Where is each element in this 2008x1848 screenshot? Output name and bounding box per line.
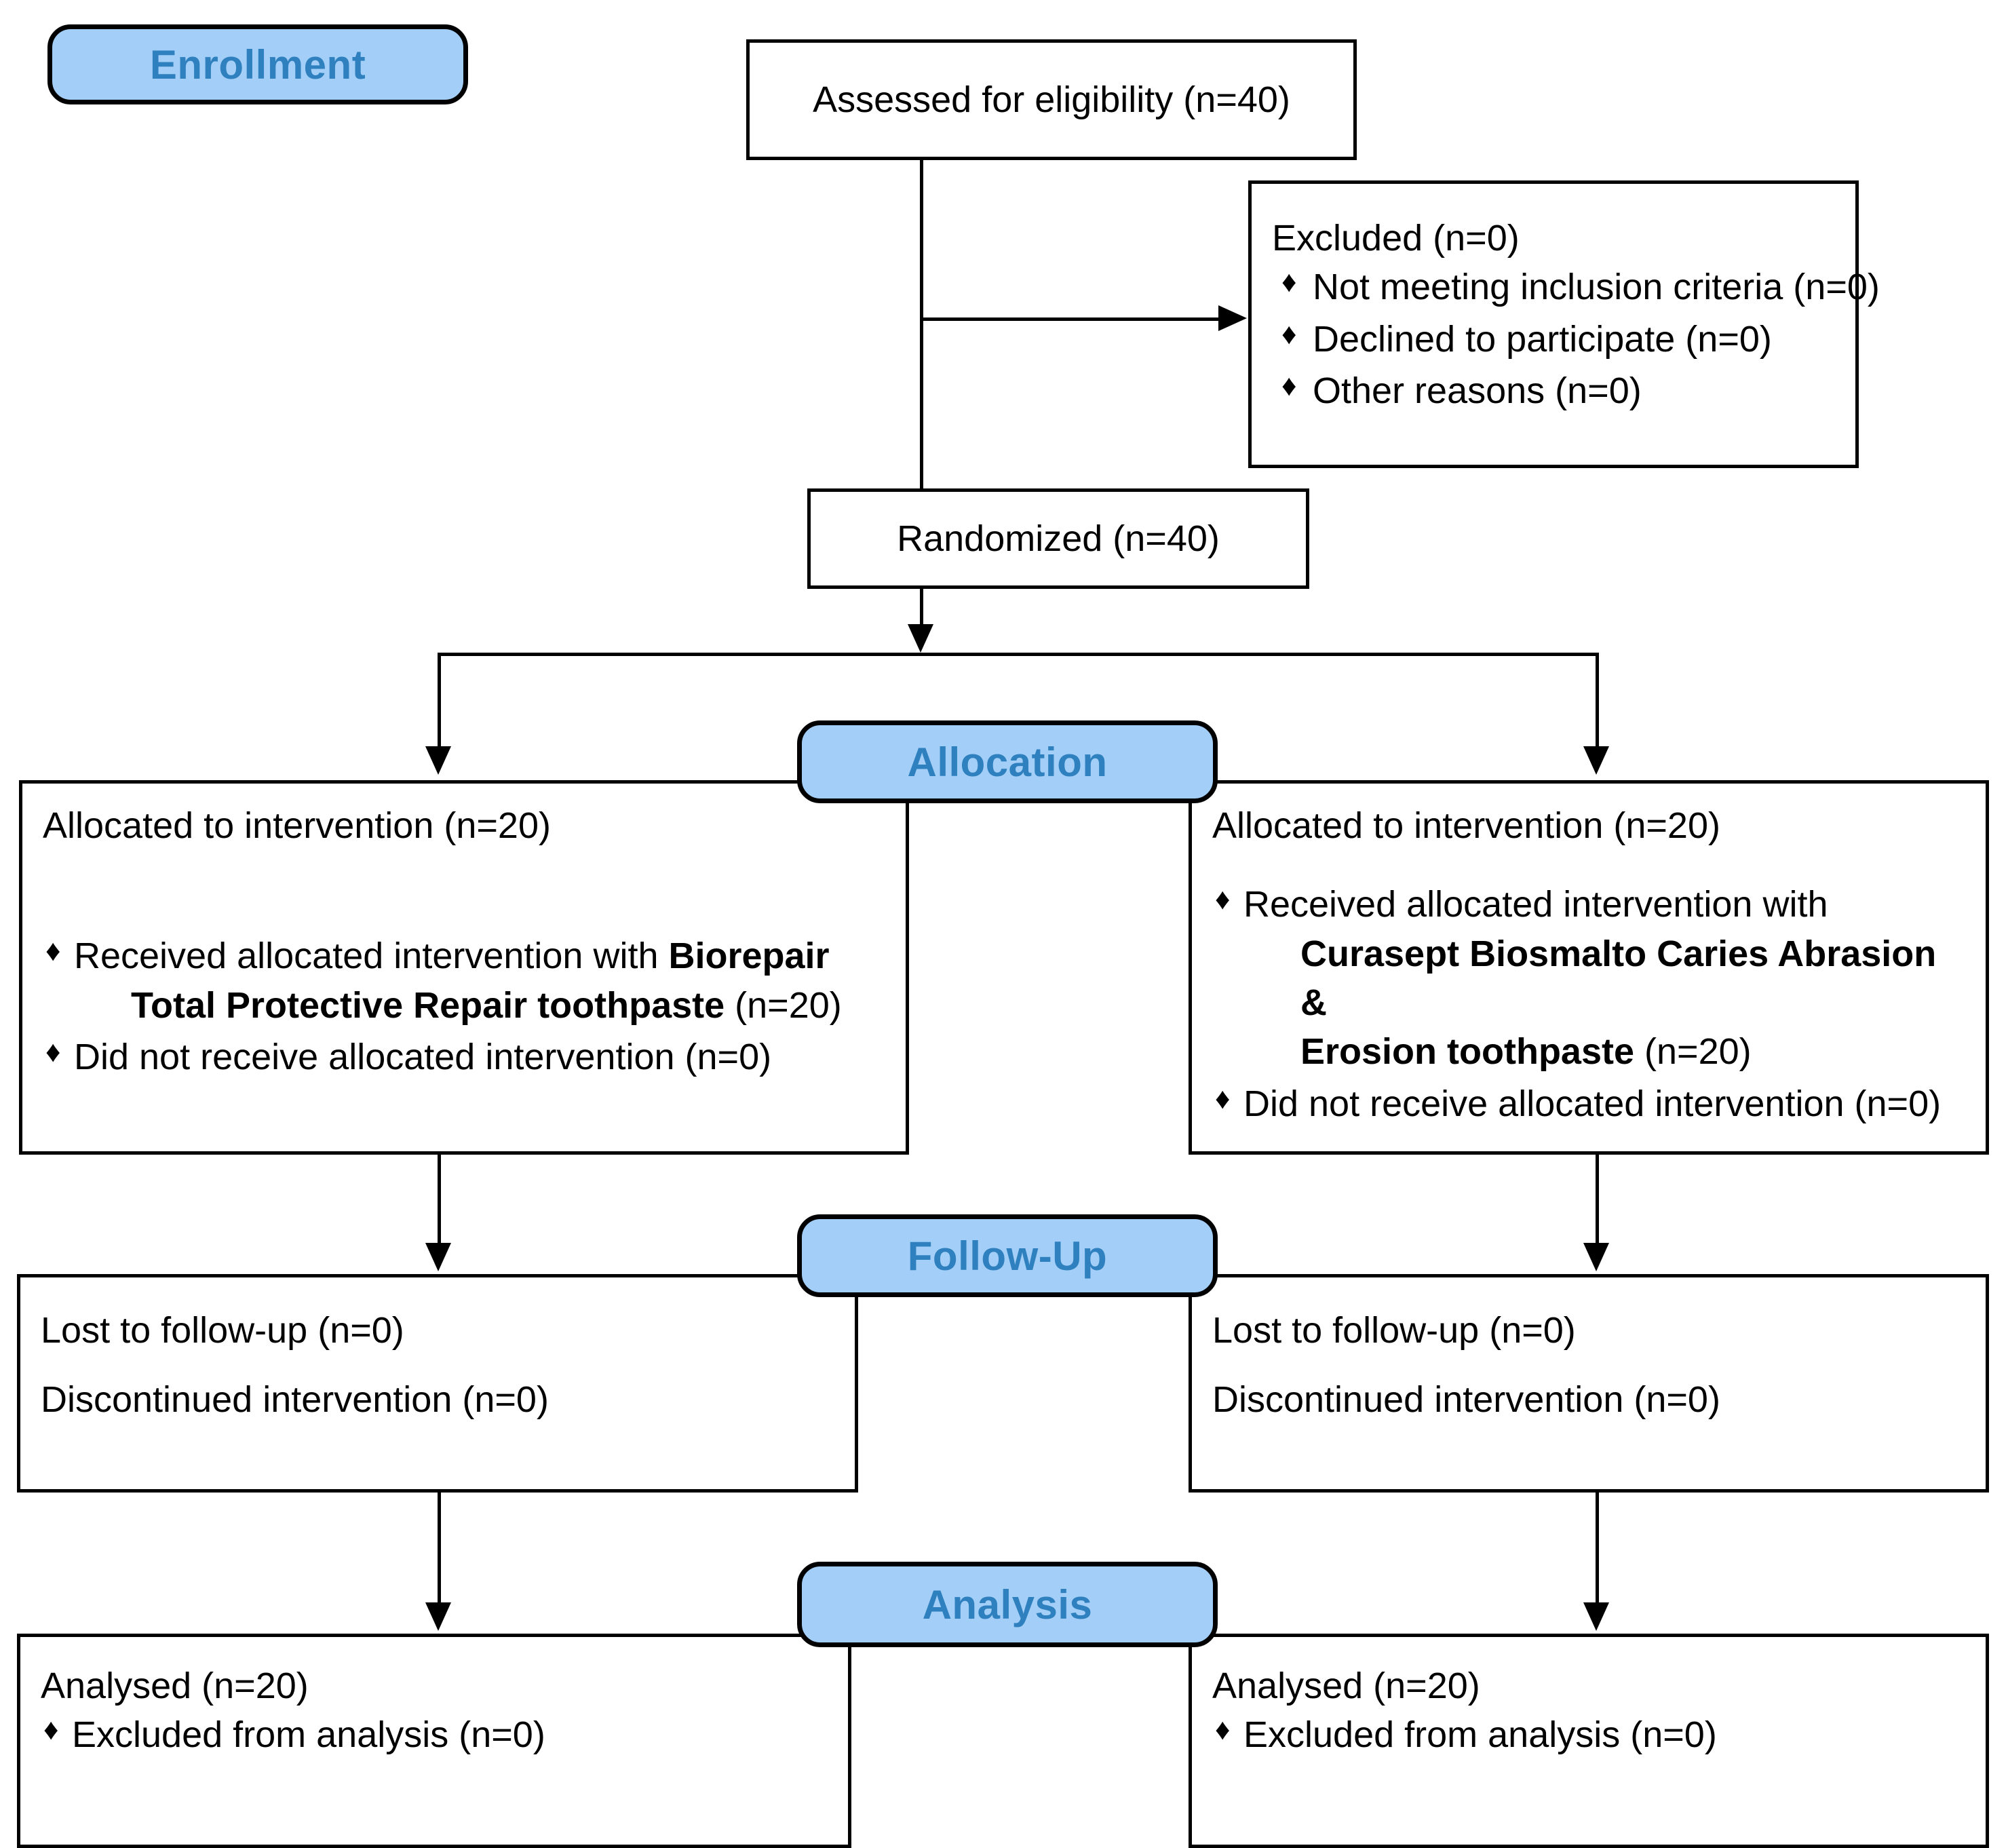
allocation-box-left: Allocated to intervention (n=20) ♦ Recei… xyxy=(19,780,909,1155)
phase-badge-analysis-label: Analysis xyxy=(922,1581,1093,1628)
analysis-right-excluded: Excluded from analysis (n=0) xyxy=(1243,1714,1717,1756)
analysis-box-right: Analysed (n=20) ♦ Excluded from analysis… xyxy=(1189,1634,1989,1848)
list-item: ♦ Not meeting inclusion criteria (n=0) xyxy=(1272,263,1880,311)
arrowhead-left-followup xyxy=(425,1243,451,1271)
diamond-bullet-icon: ♦ xyxy=(45,934,61,968)
connector-allocation-split-bar xyxy=(438,653,1599,656)
excluded-reason-text: Not meeting inclusion criteria (n=0) xyxy=(1313,267,1880,308)
allocation-right-not-received: Did not receive allocated intervention (… xyxy=(1243,1083,1942,1124)
follow-up-box-right: Lost to follow-up (n=0) Discontinued int… xyxy=(1189,1274,1989,1493)
phase-badge-analysis: Analysis xyxy=(797,1562,1218,1647)
allocation-left-product-line2: Total Protective Repair toothpaste xyxy=(131,984,725,1026)
assessed-for-eligibility-box: Assessed for eligibility (n=40) xyxy=(746,39,1357,160)
follow-up-left-lost: Lost to follow-up (n=0) xyxy=(41,1310,404,1351)
connector-assessed-to-randomized xyxy=(920,160,923,488)
list-item: ♦ Received allocated intervention with C… xyxy=(1212,880,1965,1076)
list-item: ♦ Did not receive allocated intervention… xyxy=(1212,1079,1965,1128)
allocation-left-received-prefix: Received allocated intervention with xyxy=(74,936,669,977)
phase-badge-follow-up-label: Follow-Up xyxy=(907,1233,1108,1279)
list-item: ♦ Other reasons (n=0) xyxy=(1272,366,1835,415)
diamond-bullet-icon: ♦ xyxy=(1215,1713,1231,1747)
analysis-left-analysed: Analysed (n=20) xyxy=(41,1666,309,1706)
diamond-bullet-icon: ♦ xyxy=(1215,883,1231,917)
connector-right-allocation-to-followup xyxy=(1596,1155,1599,1248)
diamond-bullet-icon: ♦ xyxy=(43,1713,59,1747)
excluded-title: Excluded (n=0) xyxy=(1272,218,1520,258)
phase-badge-enrollment-label: Enrollment xyxy=(149,41,366,88)
list-item: ♦ Excluded from analysis (n=0) xyxy=(1212,1710,1965,1759)
follow-up-left-discontinued: Discontinued intervention (n=0) xyxy=(41,1379,549,1421)
diamond-bullet-icon: ♦ xyxy=(45,1035,61,1069)
connector-split-to-right-allocation xyxy=(1596,653,1599,753)
arrowhead-to-excluded xyxy=(1218,305,1247,331)
follow-up-box-left: Lost to follow-up (n=0) Discontinued int… xyxy=(17,1274,858,1493)
allocation-right-heading: Allocated to intervention (n=20) xyxy=(1212,805,1720,846)
diamond-bullet-icon: ♦ xyxy=(1281,317,1297,351)
connector-right-followup-to-analysis xyxy=(1596,1493,1599,1608)
diamond-bullet-icon: ♦ xyxy=(1215,1081,1231,1115)
assessed-for-eligibility-text: Assessed for eligibility (n=40) xyxy=(813,79,1290,120)
analysis-box-left: Analysed (n=20) ♦ Excluded from analysis… xyxy=(17,1634,851,1848)
phase-badge-enrollment: Enrollment xyxy=(47,24,468,104)
excluded-reason-text: Other reasons (n=0) xyxy=(1313,370,1642,412)
arrowhead-right-followup xyxy=(1583,1243,1609,1271)
diamond-bullet-icon: ♦ xyxy=(1281,265,1297,299)
randomized-box: Randomized (n=40) xyxy=(807,488,1309,589)
allocation-right-list: ♦ Received allocated intervention with C… xyxy=(1212,880,1965,1128)
connector-split-to-left-allocation xyxy=(438,653,441,753)
allocation-box-right: Allocated to intervention (n=20) ♦ Recei… xyxy=(1189,780,1989,1155)
allocation-right-product-line2: Erosion toothpaste xyxy=(1300,1031,1635,1073)
randomized-text: Randomized (n=40) xyxy=(897,518,1220,559)
arrowhead-randomized-split xyxy=(908,624,933,653)
allocation-left-not-received: Did not receive allocated intervention (… xyxy=(74,1037,772,1078)
arrowhead-right-allocation xyxy=(1583,746,1609,775)
allocation-left-heading: Allocated to intervention (n=20) xyxy=(43,805,551,846)
analysis-right-analysed: Analysed (n=20) xyxy=(1212,1666,1480,1706)
connector-left-allocation-to-followup xyxy=(438,1155,441,1248)
excluded-box: Excluded (n=0) ♦ Not meeting inclusion c… xyxy=(1248,180,1880,468)
allocation-right-received-suffix: (n=20) xyxy=(1634,1031,1752,1073)
allocation-left-product-line1: Biorepair xyxy=(668,936,830,977)
follow-up-right-lost: Lost to follow-up (n=0) xyxy=(1212,1310,1576,1351)
excluded-reasons-list: ♦ Not meeting inclusion criteria (n=0) ♦… xyxy=(1272,263,1880,415)
phase-badge-follow-up: Follow-Up xyxy=(797,1214,1218,1297)
allocation-left-received-suffix: (n=20) xyxy=(725,984,842,1026)
arrowhead-left-allocation xyxy=(425,746,451,775)
arrowhead-left-analysis xyxy=(425,1602,451,1631)
list-item: ♦ Received allocated intervention with B… xyxy=(43,931,885,1030)
connector-randomized-stem xyxy=(920,589,923,628)
connector-left-followup-to-analysis xyxy=(438,1493,441,1608)
list-item: ♦ Excluded from analysis (n=0) xyxy=(41,1710,828,1759)
allocation-right-product-line1: Curasept Biosmalto Caries Abrasion & xyxy=(1300,933,1937,1024)
arrowhead-right-analysis xyxy=(1583,1602,1609,1631)
analysis-left-excluded: Excluded from analysis (n=0) xyxy=(72,1714,545,1756)
connector-assessed-to-excluded xyxy=(920,317,1218,321)
excluded-reason-text: Declined to participate (n=0) xyxy=(1313,318,1772,360)
list-item: ♦ Declined to participate (n=0) xyxy=(1272,315,1835,364)
phase-badge-allocation-label: Allocation xyxy=(907,739,1108,785)
phase-badge-allocation: Allocation xyxy=(797,720,1218,803)
allocation-left-list: ♦ Received allocated intervention with B… xyxy=(43,931,885,1081)
analysis-right-list: ♦ Excluded from analysis (n=0) xyxy=(1212,1710,1965,1759)
analysis-left-list: ♦ Excluded from analysis (n=0) xyxy=(41,1710,828,1759)
diamond-bullet-icon: ♦ xyxy=(1281,369,1297,403)
allocation-right-received-prefix: Received allocated intervention with xyxy=(1243,884,1828,925)
list-item: ♦ Did not receive allocated intervention… xyxy=(43,1033,885,1081)
follow-up-right-discontinued: Discontinued intervention (n=0) xyxy=(1212,1379,1720,1421)
